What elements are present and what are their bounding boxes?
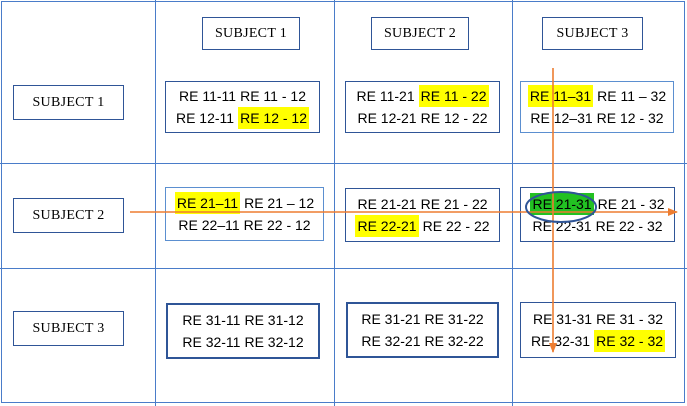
row-header-label: SUBJECT 1 [32,94,105,110]
term-label: RE 32-11 [182,334,241,350]
grid-hline-2 [0,268,687,269]
term-label: RE 21 - 22 [420,196,488,212]
grid-vline-1 [155,0,156,406]
term-label: RE 31-11 [182,312,241,328]
term-label: RE 11 - 12 [240,88,306,104]
term-label: RE 31-22 [424,311,484,327]
row-header-label: SUBJECT 2 [32,207,105,223]
term-label: RE 31-31 [532,311,593,327]
highlighted-term-green: RE 21-31 [530,192,594,215]
term-label: RE 21-21 [357,196,417,212]
highlighted-term-yellow: RE 32 - 32 [594,330,666,352]
term-label: RE 11 – 32 [597,88,667,104]
grid-vline-3 [512,0,513,406]
row-header-subject-2: SUBJECT 2 [13,198,124,233]
col-header-subject-3: SUBJECT 3 [542,17,643,50]
term-label: RE 22 - 12 [243,217,311,233]
term-label: RE 12 - 22 [420,110,488,126]
term-label: RE 31-12 [244,312,304,328]
term-label: RE 32-31 [530,333,591,349]
term-label: RE 12-11 [175,110,235,126]
row-header-subject-3: SUBJECT 3 [13,311,124,346]
term-label: RE 32-21 [361,333,421,349]
highlighted-term-yellow: RE 22-21 [355,215,419,237]
term-label: RE 12-21 [357,110,417,126]
term-label: RE 11-21 [356,88,415,104]
highlighted-term-yellow: RE 21–11 [174,192,241,214]
term-label: RE 12 - 32 [596,110,664,126]
col-header-subject-1: SUBJECT 1 [202,17,300,50]
col-header-label: SUBJECT 1 [214,25,288,41]
highlighted-term-yellow: RE 12 - 12 [238,107,310,129]
highlighted-term-yellow: RE 11–31 [527,85,594,107]
term-label: RE 22 - 22 [422,218,490,234]
term-label: RE 22 - 32 [595,217,663,234]
highlight-ellipse [525,191,597,223]
col-header-subject-2: SUBJECT 2 [371,17,469,50]
row-header-subject-1: SUBJECT 1 [13,85,124,120]
term-label: RE 31 - 32 [596,311,664,327]
col-header-label: SUBJECT 3 [556,25,629,41]
row-header-label: SUBJECT 3 [32,320,105,336]
grid-vline-2 [334,0,335,406]
term-label: RE 32-22 [424,333,484,349]
grid-hline-1 [0,163,687,164]
term-label: RE 31-21 [361,311,421,327]
col-header-label: SUBJECT 2 [383,25,457,41]
highlighted-term-yellow: RE 11 - 22 [418,85,489,107]
term-label: RE 22–11 [178,217,240,233]
term-label: RE 32-12 [244,334,304,350]
term-label: RE 21 - 32 [597,195,665,212]
term-label: RE 12–31 [530,110,593,126]
term-label: RE 11-11 [179,88,237,104]
term-label: RE 21 – 12 [244,195,315,211]
